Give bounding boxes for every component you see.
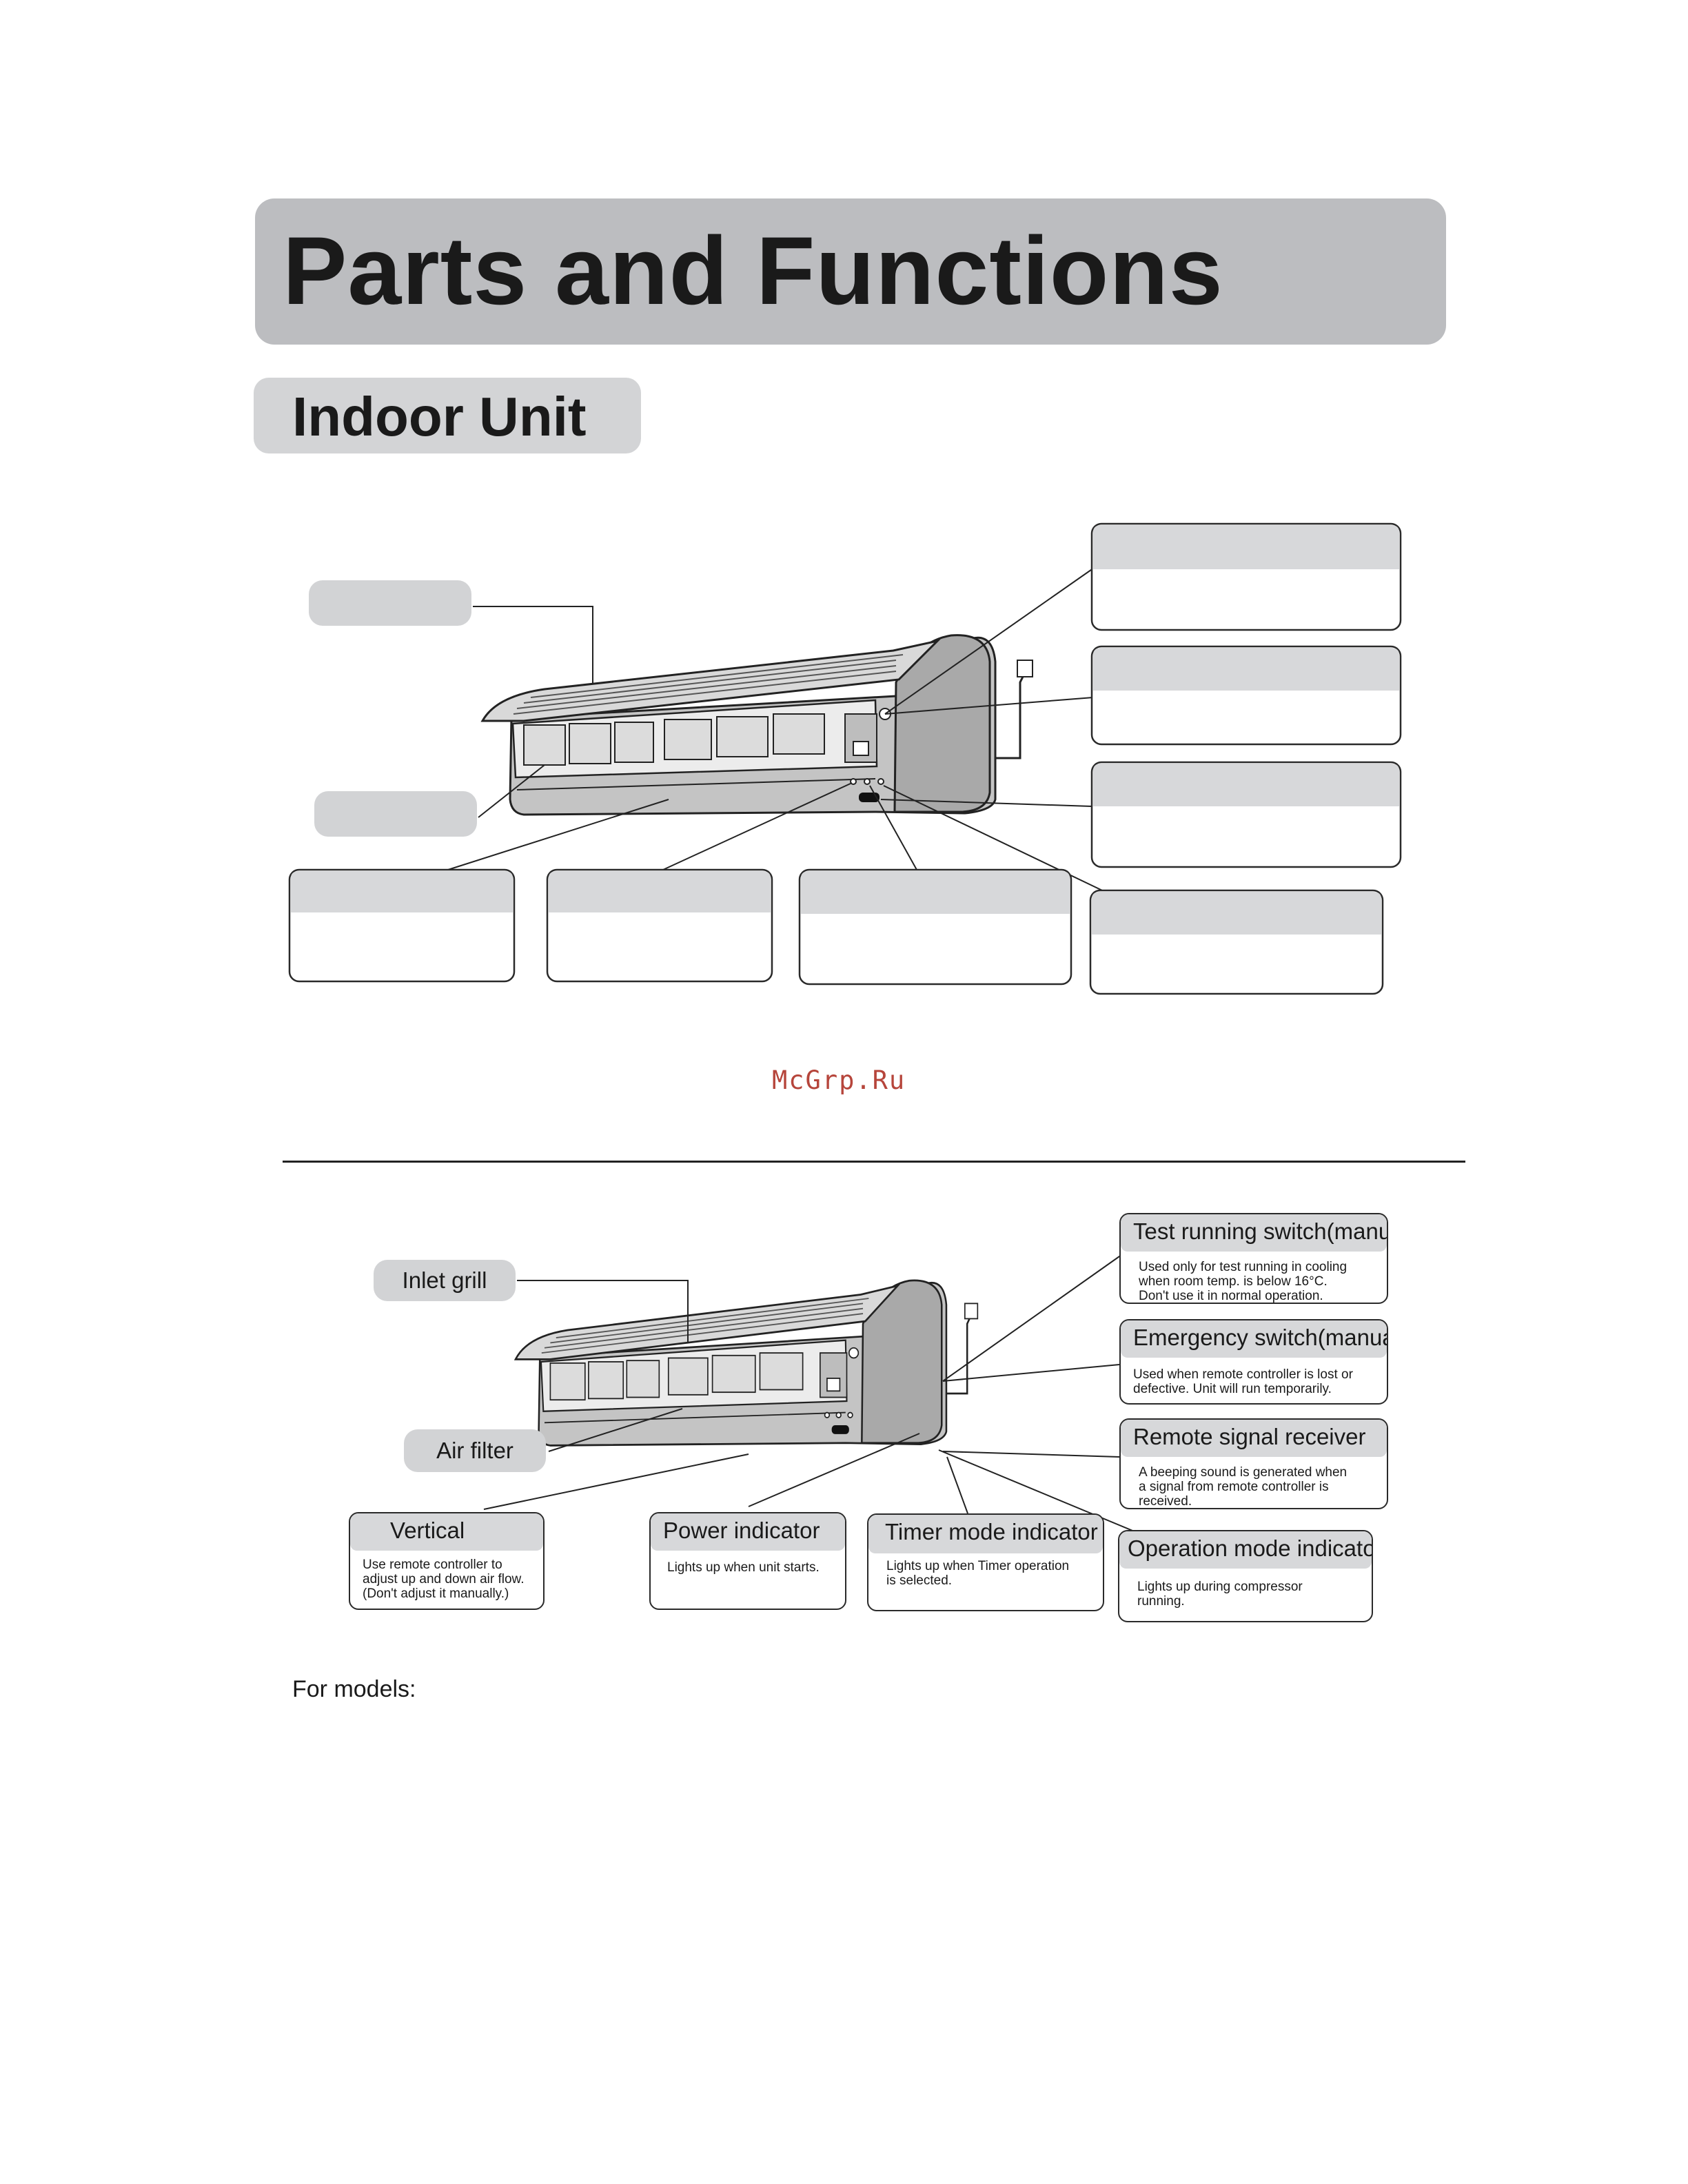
watermark: McGrp.Ru — [772, 1065, 906, 1095]
callout-emergency-switch: Emergency switch(manual) Used when remot… — [1119, 1319, 1388, 1405]
label-air-filter: Air filter — [404, 1429, 546, 1472]
callout-test-running-switch: Test running switch(manual) Used only fo… — [1119, 1213, 1388, 1304]
callout-title: Test running switch(manual) — [1133, 1218, 1388, 1244]
callout-remote-signal-receiver: Remote signal receiver A beeping sound i… — [1119, 1418, 1388, 1509]
callout-operation-mode-indicator: Operation mode indicator Lights up durin… — [1118, 1530, 1373, 1622]
callout-title: Emergency switch(manual) — [1133, 1325, 1388, 1350]
diagram-labeled — [483, 1251, 1145, 1536]
title-banner — [255, 198, 1446, 345]
callout-desc: Lights up when unit starts. — [667, 1560, 820, 1575]
callout-vertical: Vertical Use remote controller to adjust… — [349, 1512, 545, 1610]
for-models-text: For models: — [292, 1676, 416, 1702]
section-title: Indoor Unit — [292, 386, 587, 447]
callout-title: Timer mode indicator — [885, 1519, 1098, 1544]
callout-title: Operation mode indicator — [1128, 1535, 1373, 1561]
callout-desc: Use remote controller to adjust up and d… — [363, 1558, 525, 1601]
callout-desc: A beeping sound is generated when a sign… — [1139, 1465, 1348, 1509]
indoor-unit-illustration — [514, 1279, 979, 1447]
page-title: Parts and Functions — [283, 216, 1223, 325]
section-banner — [254, 378, 641, 453]
callout-desc: Lights up during compressor running. — [1137, 1580, 1303, 1609]
callout-title: Vertical — [390, 1518, 465, 1543]
diagram-blank — [288, 522, 1402, 995]
label-inlet-grill: Inlet grill — [374, 1260, 516, 1301]
callout-title: Remote signal receiver — [1133, 1424, 1366, 1449]
callout-power-indicator: Power indicator Lights up when unit star… — [649, 1512, 846, 1610]
callout-title: Power indicator — [663, 1518, 820, 1543]
callout-desc: Used only for test running in cooling wh… — [1139, 1260, 1348, 1303]
callout-desc: Used when remote controller is lost or d… — [1133, 1367, 1353, 1396]
callout-desc: Lights up when Timer operation is select… — [886, 1559, 1070, 1588]
callout-timer-mode-indicator: Timer mode indicator Lights up when Time… — [867, 1513, 1104, 1611]
divider — [283, 1161, 1465, 1163]
